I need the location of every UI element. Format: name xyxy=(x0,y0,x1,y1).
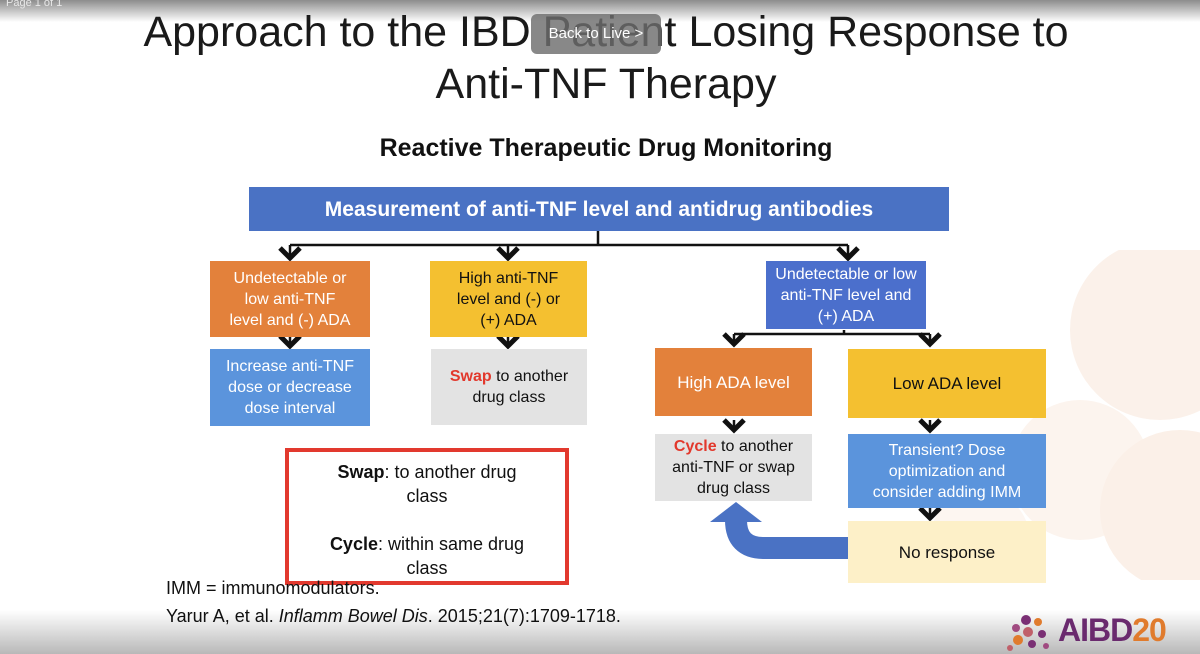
logo-name: AIBD xyxy=(1058,612,1133,648)
cycle-action-text: Cycle to another anti-TNF or swap drug c… xyxy=(663,436,804,499)
return-arrow xyxy=(725,519,848,559)
cycle-def-text: : within same drug xyxy=(377,534,525,554)
logo-text: AIBD20 xyxy=(1058,612,1167,649)
page-indicator: Page 1 of 1 xyxy=(6,0,63,9)
definitions-box: Swap: to another drug class Cycle: withi… xyxy=(285,448,569,585)
swap-definition-line2: class xyxy=(406,486,448,506)
diagram-subtitle: Reactive Therapeutic Drug Monitoring xyxy=(379,134,833,162)
citation-prefix: Yarur A, et al. xyxy=(166,606,279,626)
high-ada-box: High ADA level xyxy=(655,348,812,416)
bottom-overlay xyxy=(0,610,1200,654)
citation-journal: Inflamm Bowel Dis xyxy=(279,606,428,626)
cycle-term: Cycle xyxy=(329,534,378,554)
logo-number: 20 xyxy=(1132,612,1167,648)
transient-box: Transient? Dose optimization and conside… xyxy=(848,434,1046,508)
logo-dots-icon xyxy=(1007,615,1049,651)
cycle-action-box: Cycle to another anti-TNF or swap drug c… xyxy=(655,434,812,501)
cycle-definition-line2: class xyxy=(406,558,448,578)
low-ada-box: Low ADA level xyxy=(848,349,1046,418)
swap-definition: Swap: to another drug xyxy=(289,460,565,484)
cycle-keyword: Cycle xyxy=(673,438,717,455)
title-line-2: Anti-TNF Therapy xyxy=(435,60,777,108)
right-condition-box: Undetectable or low anti-TNF level and (… xyxy=(766,261,926,329)
measurement-box: Measurement of anti-TNF level and antidr… xyxy=(249,187,949,231)
back-to-live-button[interactable]: Back to Live > xyxy=(531,14,661,54)
left-action-box: Increase anti-TNF dose or decrease dose … xyxy=(210,349,370,426)
middle-action-rest: to another drug class xyxy=(472,368,569,406)
cycle-action-rest: to another anti-TNF or swap drug class xyxy=(672,438,795,497)
no-response-box: No response xyxy=(848,521,1046,583)
middle-action-box: Swap to another drug class xyxy=(431,349,587,425)
imm-footnote: IMM = immunomodulators. xyxy=(166,578,380,598)
swap-term: Swap xyxy=(337,462,385,482)
middle-action-text: Swap to another drug class xyxy=(445,366,573,408)
top-overlay xyxy=(0,0,1200,22)
swap-keyword: Swap xyxy=(449,368,492,385)
aibd-logo: AIBD20 xyxy=(1000,608,1200,654)
citation-suffix: . 2015;21(7):1709-1718. xyxy=(428,606,621,626)
cycle-definition: Cycle: within same drug xyxy=(289,532,565,556)
left-condition-box: Undetectable or low anti-TNF level and (… xyxy=(210,261,370,337)
swap-def-text: : to another drug xyxy=(384,462,517,482)
citation-footnote: Yarur A, et al. Inflamm Bowel Dis. 2015;… xyxy=(166,604,621,628)
middle-condition-box: High anti-TNF level and (-) or (+) ADA xyxy=(430,261,587,337)
